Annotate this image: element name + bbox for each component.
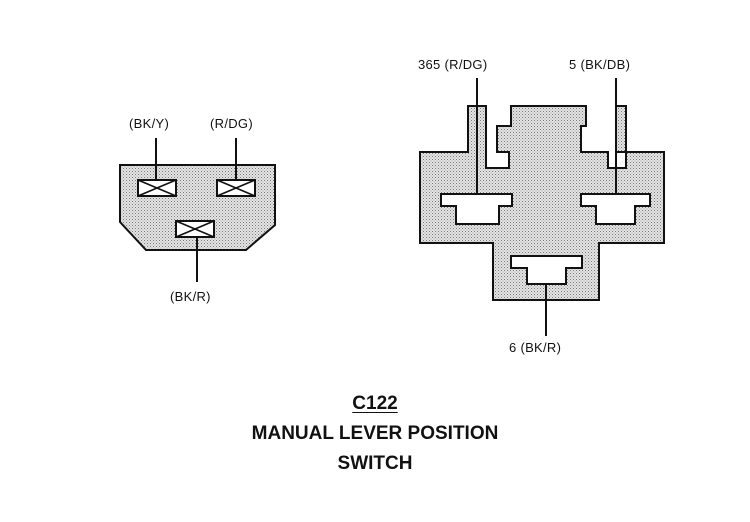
label-bkr: (BK/R) — [170, 289, 211, 304]
label-rdg: (R/DG) — [210, 116, 253, 131]
right-terminal-2 — [580, 193, 651, 225]
caption-line-2: SWITCH — [337, 453, 413, 474]
label-bky: (BK/Y) — [129, 116, 170, 131]
right-terminal-3 — [510, 255, 583, 285]
label-6-bkr: 6 (BK/R) — [509, 340, 562, 355]
right-connector — [419, 78, 665, 336]
connector-id: C122 — [352, 393, 398, 414]
left-terminal-2 — [216, 179, 256, 197]
caption-line-1: MANUAL LEVER POSITION — [251, 423, 499, 444]
right-connector-body — [419, 105, 665, 301]
label-5-bkdb: 5 (BK/DB) — [569, 57, 631, 72]
left-terminal-3 — [175, 220, 215, 238]
left-terminal-1 — [137, 179, 177, 197]
label-365-rdg: 365 (R/DG) — [418, 57, 488, 72]
left-connector — [119, 138, 276, 282]
right-terminal-1 — [440, 193, 513, 225]
